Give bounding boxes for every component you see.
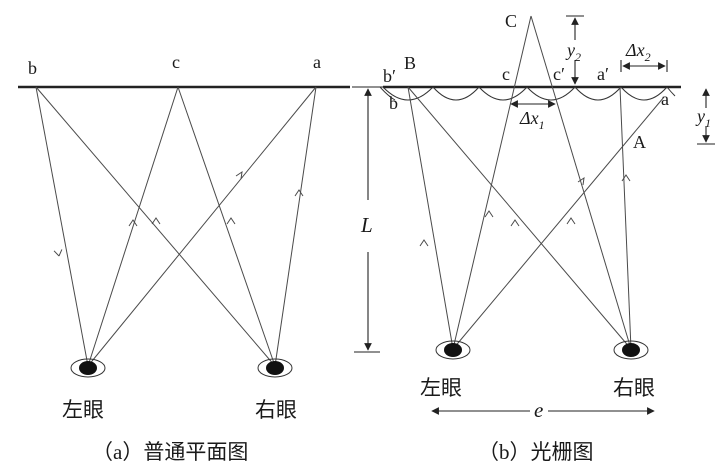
ray-a-1 — [35, 86, 89, 367]
ray-arrow-a-3 — [235, 170, 243, 180]
ray-a-2 — [87, 86, 179, 367]
label-y1: y1 — [695, 106, 711, 130]
ray-arrow-a-6 — [294, 189, 304, 197]
left-eye-icon-a — [70, 358, 106, 378]
left-eye-label-a: 左眼 — [62, 398, 104, 422]
ray-a-6 — [274, 86, 317, 367]
ray-arrow-a-2 — [128, 219, 138, 227]
label-y2: y2 — [565, 40, 581, 64]
point-label-b: b — [28, 58, 37, 78]
point-label-B: B — [404, 53, 416, 73]
label-dx2: Δx2 — [625, 40, 651, 64]
ray-arrow-b-2 — [484, 210, 494, 218]
point-label-a-prime: a′ — [597, 64, 609, 84]
ray-arrow-b-3 — [577, 176, 585, 186]
right-eye-label-a: 右眼 — [255, 398, 297, 422]
ray-b-6 — [619, 86, 632, 350]
point-label-c-prime: c′ — [553, 64, 565, 84]
grating-arcs — [379, 86, 676, 101]
point-label-b-lower: b — [389, 93, 398, 113]
point-label-c-b: c — [502, 64, 510, 84]
ray-a-4 — [35, 86, 276, 367]
dimension-y2: y2 — [565, 15, 584, 85]
ray-arrow-b-4 — [510, 219, 520, 227]
panel-b: C B b′ b c c′ a′ a A y2 Δx2 Δx1 — [379, 11, 715, 464]
point-label-c: c — [172, 52, 180, 72]
label-e: e — [534, 398, 543, 422]
ray-arrow-a-4 — [151, 217, 161, 225]
dimension-dx1: Δx1 — [510, 100, 556, 132]
dimension-y1: y1 — [695, 88, 715, 145]
ray-arrow-a-1 — [53, 249, 63, 257]
ray-b-5 — [530, 15, 632, 350]
ray-arrow-b-1 — [419, 239, 429, 247]
ray-arrow-b-5 — [566, 217, 576, 225]
point-label-a: a — [313, 52, 321, 72]
left-eye-label-b: 左眼 — [420, 376, 462, 400]
ray-b-4 — [407, 86, 632, 350]
dimension-e: e — [431, 398, 655, 422]
ray-arrow-b-6 — [621, 174, 631, 182]
caption-b: （b）光栅图 — [478, 440, 594, 464]
label-dx1: Δx1 — [519, 108, 545, 132]
left-eye-icon-b — [435, 340, 471, 360]
point-label-A: A — [633, 132, 646, 152]
ray-arrow-a-5 — [226, 217, 236, 225]
point-label-C: C — [505, 11, 517, 31]
ray-b-1 — [407, 86, 454, 350]
right-eye-icon-a — [257, 358, 293, 378]
label-L: L — [360, 213, 373, 237]
ray-b-2 — [452, 15, 532, 350]
point-label-a-b: a — [661, 89, 669, 109]
caption-a: （a）普通平面图 — [92, 440, 248, 464]
ray-b-3 — [452, 96, 665, 350]
point-label-b-prime: b′ — [383, 66, 396, 86]
panel-a: b c a 左眼 右眼 （a）普通平面图 — [18, 52, 350, 464]
dimension-L: L — [352, 86, 383, 353]
right-eye-label-b: 右眼 — [613, 376, 655, 400]
dimension-dx2: Δx2 — [620, 40, 668, 72]
ray-a-3 — [87, 86, 317, 367]
right-eye-icon-b — [613, 340, 649, 360]
ray-a-5 — [177, 86, 276, 367]
